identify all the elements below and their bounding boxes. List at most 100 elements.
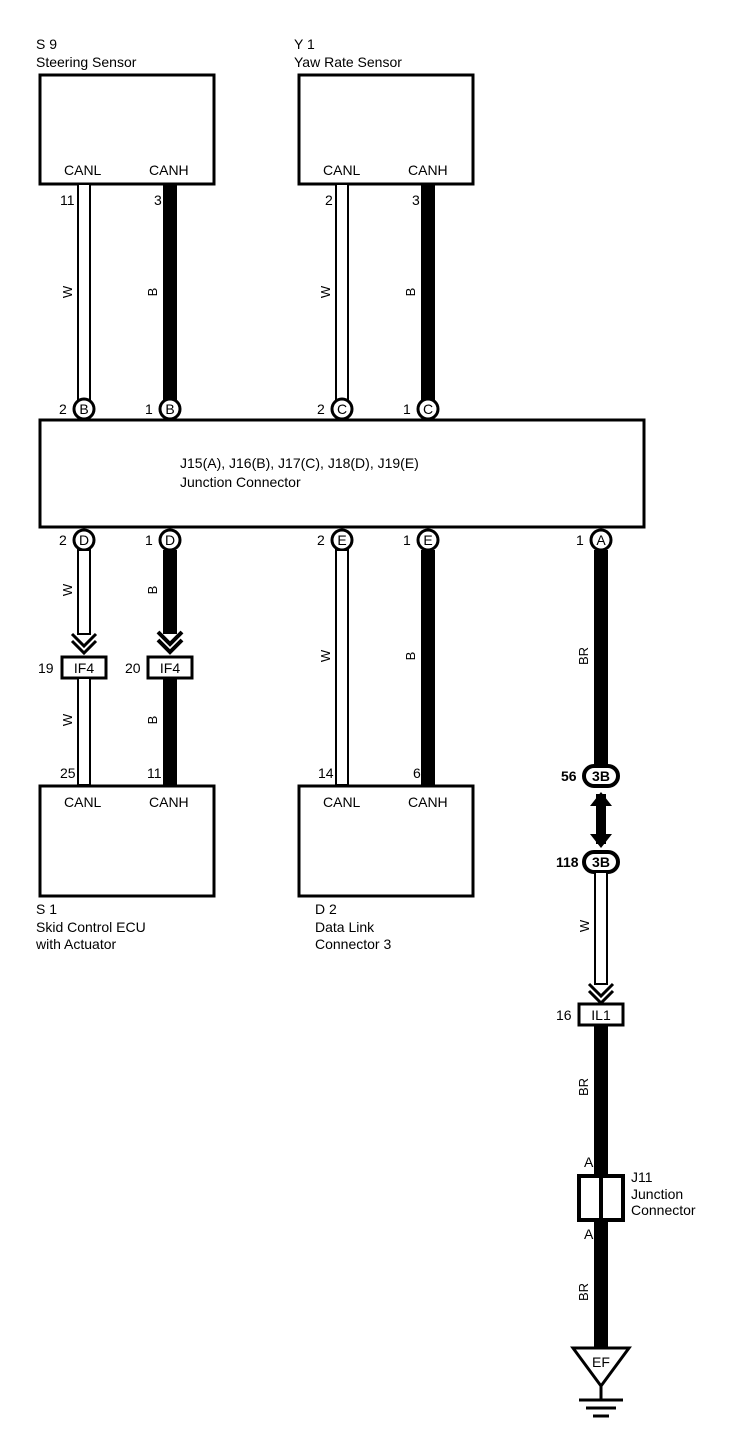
y1-code: Y 1 [294,36,315,52]
s1-box [38,784,216,898]
svg-text:C: C [337,401,347,417]
arrow-icon [587,982,615,999]
wire-color-w: W [318,285,333,298]
ground-label: EF [592,1354,610,1370]
svg-text:1: 1 [576,532,584,548]
svg-text:A: A [596,532,606,548]
j11-pin-top: A [584,1154,594,1170]
wire-color-b: B [145,716,160,725]
s1-pin-canl: 25 [60,765,76,781]
svg-text:3B: 3B [592,854,610,870]
junction-pin: C 2 [317,397,354,421]
d2-canl-label: CANL [323,794,361,810]
wire-d2-canl [335,549,349,786]
d2-pin-canl: 14 [318,765,334,781]
junction-pin: D 1 [145,528,182,552]
svg-text:IF4: IF4 [160,660,180,676]
connector-3b-bottom: 3B 118 [556,850,620,874]
svg-text:B: B [165,401,174,417]
y1-pin-canh: 3 [412,192,420,208]
junction-pin: B 1 [145,397,182,421]
svg-text:2: 2 [317,532,325,548]
wire-d1-b [163,550,177,634]
wire-color-b: B [403,288,418,297]
s1-name-line2: with Actuator [35,936,116,952]
junction-pin: B 2 [59,397,96,421]
connector-if4-left: IF4 19 [38,655,108,680]
wire-color-br: BR [576,1078,591,1096]
s1-pin-canh: 11 [147,765,162,781]
svg-text:2: 2 [317,401,325,417]
junction-pin: D 2 [59,528,96,552]
arrow-icon [156,638,184,655]
s1-canh-label: CANH [149,794,189,810]
wire-color-w: W [60,285,75,298]
wire-d2-w [77,549,91,635]
wire-color-br: BR [576,647,591,665]
s1-name-line1: Skid Control ECU [36,919,146,935]
arrow-icon [590,834,612,848]
y1-box [297,73,475,186]
connector-if4-right: IF4 20 [125,655,194,680]
j11-code: J11 [631,1169,653,1185]
s9-box [38,73,216,186]
wire-color-b: B [145,586,160,595]
connector-3b-top: 3B 56 [561,764,620,788]
wire-s9-canl [77,183,91,401]
wire-s1-canh [163,678,177,785]
junction-subtitle: Junction Connector [180,474,301,490]
junction-pin: E 2 [317,528,354,552]
s9-name: Steering Sensor [36,54,137,70]
d2-name-line2: Connector 3 [315,936,391,952]
svg-text:2: 2 [59,532,67,548]
y1-canh-label: CANH [408,162,448,178]
j11-junction-connector [577,1174,625,1222]
arrow-icon [156,630,184,647]
svg-text:2: 2 [59,401,67,417]
svg-text:B: B [79,401,88,417]
s1-canl-label: CANL [64,794,102,810]
wire-color-w: W [577,919,592,932]
junction-title: J15(A), J16(B), J17(C), J18(D), J19(E) [180,455,419,471]
svg-text:1: 1 [145,532,153,548]
svg-text:16: 16 [556,1007,572,1023]
wire-color-br: BR [576,1283,591,1301]
junction-pin: A 1 [576,528,613,552]
wire-j11-br [594,1220,608,1348]
s9-pin-canl: 11 [60,192,75,208]
svg-text:1: 1 [145,401,153,417]
wire-y1-canh [421,184,435,400]
wire-il1-br [594,1025,608,1175]
junction-pin: C 1 [403,397,440,421]
wire-color-w: W [318,649,333,662]
connector-il1: IL1 16 [556,1002,625,1027]
arrow-icon [70,632,98,649]
y1-canl-label: CANL [323,162,361,178]
s9-code: S 9 [36,36,57,52]
wire-color-b: B [145,288,160,297]
d2-box [297,784,475,898]
junction-connector-box [38,418,646,529]
wire-y1-canl [335,183,349,401]
d2-code: D 2 [315,901,337,917]
d2-canh-label: CANH [408,794,448,810]
d2-pin-canh: 6 [413,765,421,781]
svg-text:1: 1 [403,532,411,548]
svg-text:3B: 3B [592,768,610,784]
junction-pin: E 1 [403,528,440,552]
j11-pin-bottom: A [584,1226,594,1242]
y1-pin-canl: 2 [325,192,333,208]
wire-s9-canh [163,184,177,400]
s9-canh-label: CANH [149,162,189,178]
wire-3b-link [596,794,606,844]
arrow-icon [70,639,98,656]
svg-text:E: E [337,532,346,548]
svg-text:D: D [165,532,175,548]
wire-color-w: W [60,713,75,726]
wire-color-b: B [403,652,418,661]
s9-pin-canh: 3 [154,192,162,208]
svg-text:118: 118 [556,854,579,870]
d2-name-line1: Data Link [315,919,375,935]
j11-name-line2: Connector [631,1202,696,1218]
